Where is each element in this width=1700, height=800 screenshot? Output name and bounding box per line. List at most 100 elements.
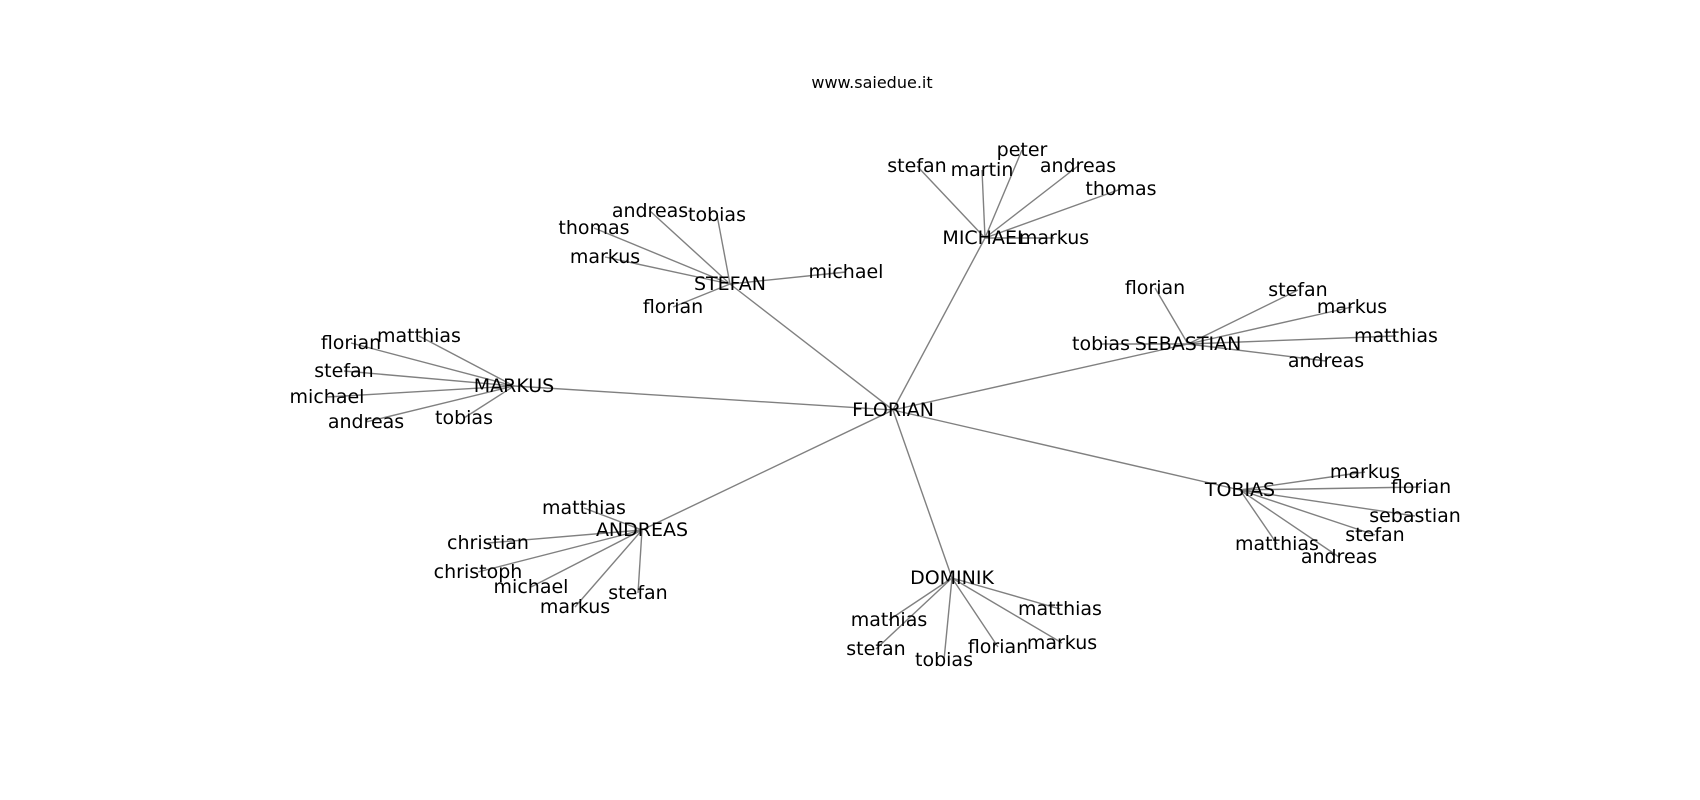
- edge: [1187, 289, 1299, 345]
- leaf-node-label: florian: [1125, 277, 1185, 299]
- leaf-node-label: peter: [997, 139, 1048, 161]
- leaf-node-label: matthias: [1354, 325, 1438, 347]
- edge: [1239, 471, 1366, 491]
- leaf-node-label: stefan: [1268, 279, 1327, 301]
- leaf-node-label: markus: [1027, 632, 1097, 654]
- leaf-node-label: markus: [1019, 227, 1089, 249]
- edge: [418, 335, 515, 387]
- edge: [1187, 306, 1353, 345]
- hub-node-label: STEFAN: [694, 273, 766, 295]
- edge: [604, 256, 731, 285]
- edge: [951, 577, 999, 648]
- edge: [1239, 489, 1278, 545]
- leaf-node-label: martin: [951, 159, 1014, 181]
- leaf-node-label: mathias: [851, 609, 927, 631]
- edge: [350, 342, 515, 387]
- edge: [583, 507, 643, 531]
- edge: [892, 237, 986, 411]
- leaf-node-label: markus: [1330, 461, 1400, 483]
- leaf-node-label: markus: [1317, 296, 1387, 318]
- leaf-node-label: stefan: [314, 360, 373, 382]
- edge: [477, 529, 643, 573]
- edge: [943, 577, 953, 661]
- edge: [875, 577, 953, 650]
- edge: [1239, 489, 1416, 517]
- edge: [984, 165, 1079, 239]
- leaf-node-label: matthias: [1235, 533, 1319, 555]
- hub-node-label: DOMINIK: [910, 567, 994, 589]
- leaf-node-label: tobias: [915, 649, 973, 671]
- edge: [513, 385, 894, 411]
- leaf-node-label: florian: [643, 296, 703, 318]
- leaf-node-label: christoph: [434, 561, 523, 583]
- edge: [343, 370, 515, 387]
- hub-node-label: MARKUS: [474, 375, 555, 397]
- leaf-node-label: christian: [447, 532, 529, 554]
- leaf-node-label: andreas: [1301, 546, 1377, 568]
- leaf-node-label: thomas: [1085, 178, 1156, 200]
- edge: [981, 169, 986, 239]
- edge: [365, 385, 515, 423]
- edge: [951, 577, 1063, 644]
- leaf-node-label: stefan: [846, 638, 905, 660]
- leaf-node-label: michael: [494, 576, 569, 598]
- leaf-node-label: andreas: [1288, 350, 1364, 372]
- edge: [487, 529, 643, 544]
- leaf-node-label: florian: [968, 636, 1028, 658]
- leaf-node-label: tobias: [435, 407, 493, 429]
- edge: [984, 149, 1023, 239]
- edge: [1187, 335, 1397, 345]
- leaf-node-label: stefan: [887, 155, 946, 177]
- leaf-node-label: matthias: [377, 325, 461, 347]
- leaf-node-label: tobias: [688, 204, 746, 226]
- edge: [892, 409, 953, 579]
- edge: [729, 283, 894, 411]
- leaf-node-label: michael: [809, 261, 884, 283]
- leaf-node-label: florian: [1391, 476, 1451, 498]
- edge: [1239, 486, 1422, 491]
- edge: [729, 271, 847, 285]
- edge: [326, 385, 515, 398]
- edge: [951, 577, 1061, 610]
- site-title: www.saiedue.it: [811, 73, 932, 92]
- center-node-label: FLORIAN: [852, 399, 934, 421]
- leaf-node-label: matthias: [1018, 598, 1102, 620]
- leaf-node-label: sebastian: [1369, 505, 1461, 527]
- edge: [984, 188, 1122, 239]
- edge: [916, 165, 986, 239]
- edge: [716, 214, 731, 285]
- hub-node-label: SEBASTIAN: [1135, 333, 1242, 355]
- hub-node-label: TOBIAS: [1204, 479, 1275, 501]
- edge: [1154, 287, 1189, 345]
- hub-node-label: MICHAEL: [942, 227, 1028, 249]
- edge: [892, 343, 1189, 411]
- edge: [672, 283, 731, 308]
- edge: [1239, 489, 1376, 536]
- leaf-node-label: andreas: [612, 200, 688, 222]
- leaf-node-label: tobias: [1072, 333, 1130, 355]
- leaf-node-label: andreas: [1040, 155, 1116, 177]
- leaf-node-label: florian: [321, 332, 381, 354]
- leaf-node-label: matthias: [542, 497, 626, 519]
- leaf-node-label: markus: [540, 596, 610, 618]
- edge-layer: [326, 149, 1422, 661]
- edge: [649, 210, 731, 285]
- leaf-node-label: thomas: [558, 217, 629, 239]
- leaf-node-label: michael: [290, 386, 365, 408]
- edge: [574, 529, 643, 608]
- edge: [888, 577, 953, 621]
- leaf-node-label: markus: [570, 246, 640, 268]
- leaf-node-label: andreas: [328, 411, 404, 433]
- edge: [641, 409, 894, 531]
- edge: [892, 409, 1241, 491]
- edge: [530, 529, 643, 588]
- edge: [637, 529, 643, 594]
- edge: [593, 227, 731, 285]
- edge: [1187, 343, 1327, 362]
- leaf-node-label: stefan: [608, 582, 667, 604]
- leaf-node-label: stefan: [1345, 524, 1404, 546]
- hub-node-label: ANDREAS: [596, 519, 688, 541]
- edge: [463, 385, 515, 419]
